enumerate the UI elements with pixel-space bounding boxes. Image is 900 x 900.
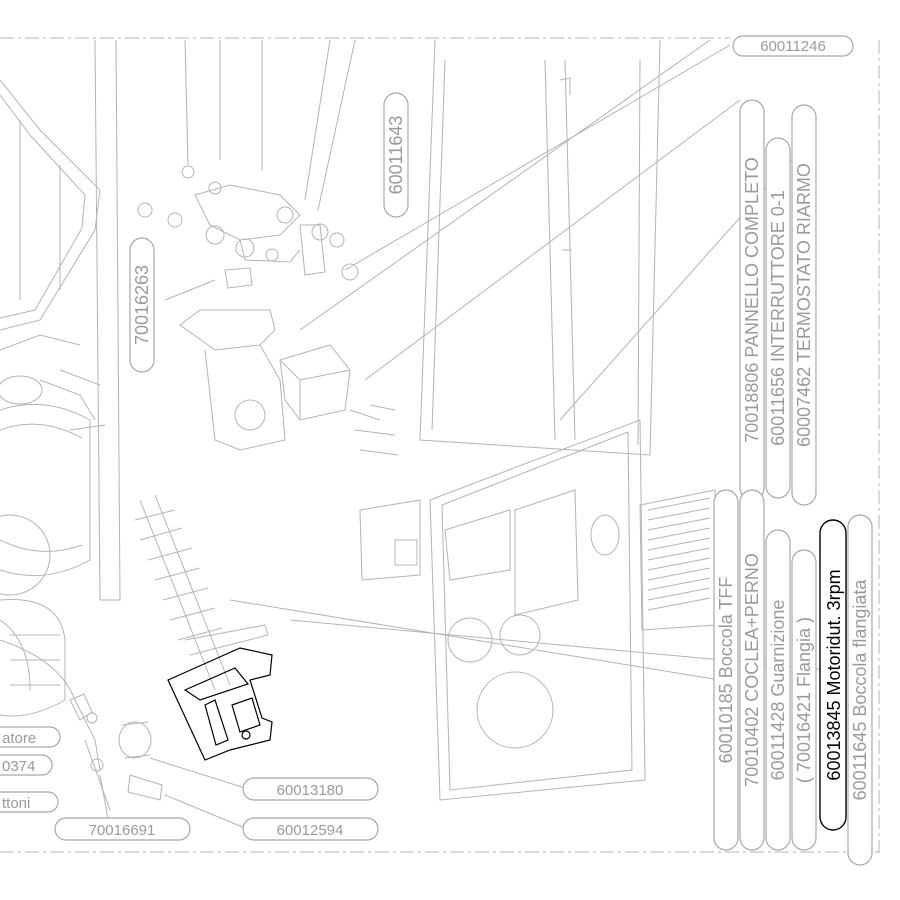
boiler-body: [0, 39, 121, 811]
callout-label: 70016263: [132, 265, 152, 345]
parts-list-item-guarnizione[interactable]: 60011428 Guarnizione: [765, 529, 791, 851]
part-callout-60011643[interactable]: 60011643: [383, 92, 409, 218]
part-callout-60011246[interactable]: 60011246: [732, 35, 854, 57]
part-callout-70016691[interactable]: 70016691: [54, 817, 191, 841]
parts-list-text: 60011428 Guarnizione: [768, 600, 788, 781]
part-callout-cut-ttoni[interactable]: ttoni: [0, 791, 59, 813]
parts-list-text: 60007462 TERMOSTATO RIARMO: [794, 163, 814, 447]
callout-label: 60011246: [760, 38, 826, 55]
parts-list-item-interruttore[interactable]: 60011656 INTERRUTTORE 0-1: [765, 137, 791, 499]
drawing-frame: [0, 37, 880, 853]
part-callout-cut-atore[interactable]: atore: [0, 726, 61, 748]
parts-list-item-motoriduttore[interactable]: 60013845 Motoridut. 3rpm: [819, 519, 847, 831]
auger: [134, 494, 269, 691]
parts-list-text-selected: 60013845 Motoridut. 3rpm: [824, 569, 844, 780]
parts-list-item-termostato[interactable]: 60007462 TERMOSTATO RIARMO: [791, 104, 817, 506]
callout-label: atore: [2, 730, 36, 747]
small-parts: [118, 721, 163, 801]
parts-list-text: ( 70016421 Flangia ): [794, 617, 814, 783]
control-panel: [359, 419, 717, 801]
parts-list-item-coclea[interactable]: 70010402 COCLEA+PERNO: [739, 489, 765, 851]
callout-label: 60012594: [277, 822, 344, 839]
parts-list-item-boccola-tff[interactable]: 60010185 Boccola TFF: [713, 489, 739, 851]
parts-list-item-boccola-flangiata[interactable]: 60011645 Boccola flangiata: [847, 514, 873, 866]
parts-list-text: 70018806 PANNELLO COMPLETO: [742, 157, 762, 442]
part-callout-70016263[interactable]: 70016263: [129, 237, 155, 373]
mount-bracket: [179, 309, 399, 456]
callout-label: 70016691: [89, 822, 156, 839]
parts-list: 70018806 PANNELLO COMPLETO 60011656 INTE…: [713, 99, 873, 866]
callout-label: 60011643: [386, 116, 406, 195]
bracket-assembly: [137, 39, 359, 289]
gear-motor: [167, 647, 273, 761]
parts-list-text: 60011656 INTERRUTTORE 0-1: [768, 190, 788, 445]
parts-list-item-flangia[interactable]: ( 70016421 Flangia ): [791, 549, 817, 851]
leader-lines: [99, 39, 831, 831]
parts-list-text: 60011645 Boccola flangiata: [850, 579, 870, 801]
callout-label: 0374: [2, 758, 35, 775]
parts-list-item-pannello[interactable]: 70018806 PANNELLO COMPLETO: [739, 99, 765, 501]
parts-list-text: 60010185 Boccola TFF: [716, 577, 736, 764]
back-panel: [419, 39, 661, 456]
part-callout-cut-0374[interactable]: 0374: [0, 754, 53, 776]
callout-label: ttoni: [2, 795, 30, 812]
part-callout-60012594[interactable]: 60012594: [242, 817, 379, 841]
callout-label: 60013180: [277, 782, 344, 799]
parts-list-text: 70010402 COCLEA+PERNO: [742, 553, 762, 787]
part-callout-60013180[interactable]: 60013180: [242, 777, 379, 801]
